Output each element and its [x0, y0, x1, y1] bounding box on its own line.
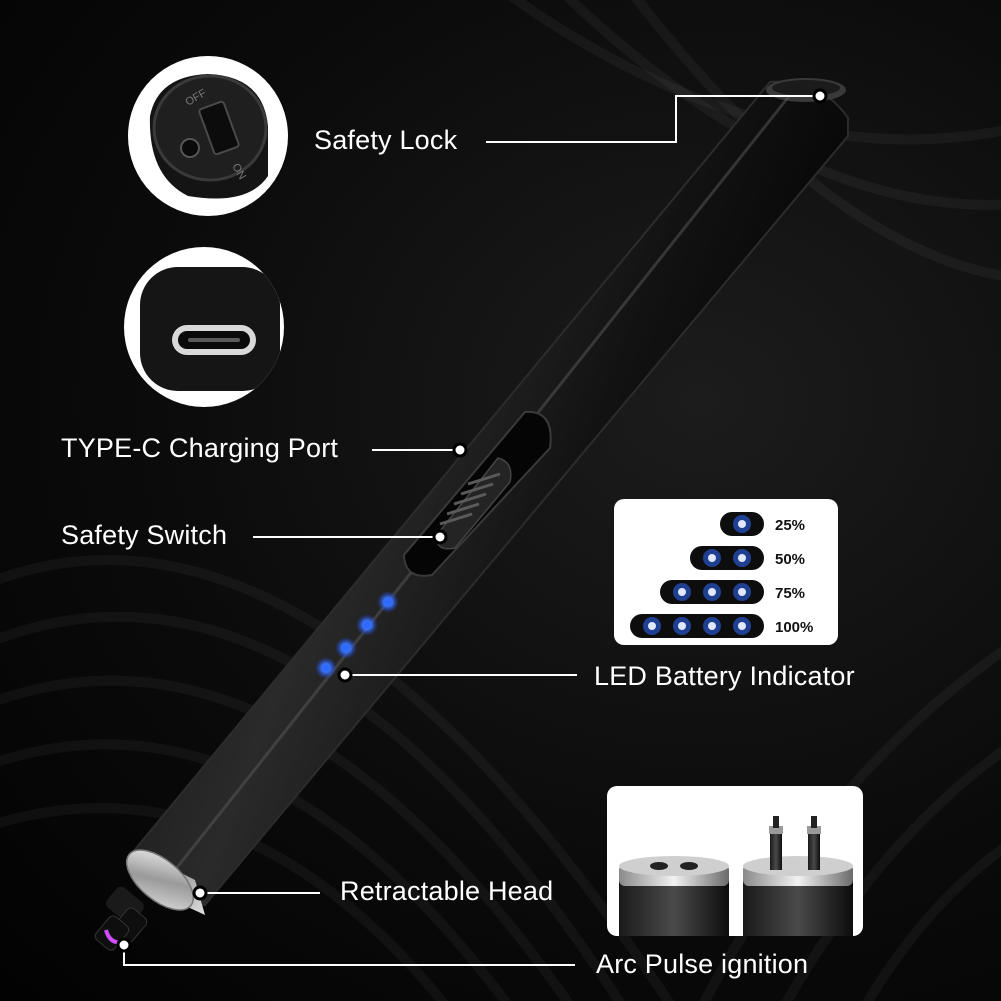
- usb-c-port-icon: [128, 251, 280, 403]
- battery-level-label: 75%: [775, 585, 805, 602]
- head-closed: [619, 856, 729, 936]
- usb-c-thumbnail: [124, 247, 284, 407]
- battery-led: [738, 554, 746, 562]
- battery-level-label: 50%: [775, 551, 805, 568]
- battery-levels-chart: 25% 50% 75% 100%: [630, 512, 813, 638]
- label-retractable-head: Retractable Head: [340, 876, 554, 906]
- safety-lock-thumbnail: OFF ON: [128, 56, 288, 216]
- label-safety-lock: Safety Lock: [314, 125, 458, 155]
- label-safety-switch: Safety Switch: [61, 520, 228, 550]
- battery-led: [708, 554, 716, 562]
- battery-led: [678, 622, 686, 630]
- leader-lines: [123, 95, 820, 966]
- battery-led: [678, 588, 686, 596]
- body-led: [322, 664, 330, 672]
- battery-level-label: 25%: [775, 517, 805, 534]
- body-led-group: [315, 591, 399, 679]
- label-arc-ignition: Arc Pulse ignition: [596, 949, 809, 979]
- safety-lock-switch-icon: OFF ON: [132, 60, 284, 212]
- battery-level-pill: [690, 546, 764, 570]
- battery-indicator-panel: 25% 50% 75% 100%: [614, 499, 838, 645]
- body-led: [342, 644, 350, 652]
- head-extended: [743, 816, 853, 936]
- head-detail-panel: [607, 786, 863, 936]
- battery-led: [738, 588, 746, 596]
- battery-level-pill: [630, 614, 764, 638]
- battery-led: [738, 622, 746, 630]
- head-detail-image: [619, 816, 853, 936]
- label-type-c-port: TYPE-C Charging Port: [61, 433, 339, 463]
- battery-led: [708, 588, 716, 596]
- battery-led: [708, 622, 716, 630]
- leader-dots: [116, 88, 828, 953]
- battery-led: [648, 622, 656, 630]
- body-led: [384, 598, 392, 606]
- battery-led: [738, 520, 746, 528]
- body-led: [363, 621, 371, 629]
- battery-level-label: 100%: [775, 619, 813, 636]
- label-led-indicator: LED Battery Indicator: [594, 661, 855, 691]
